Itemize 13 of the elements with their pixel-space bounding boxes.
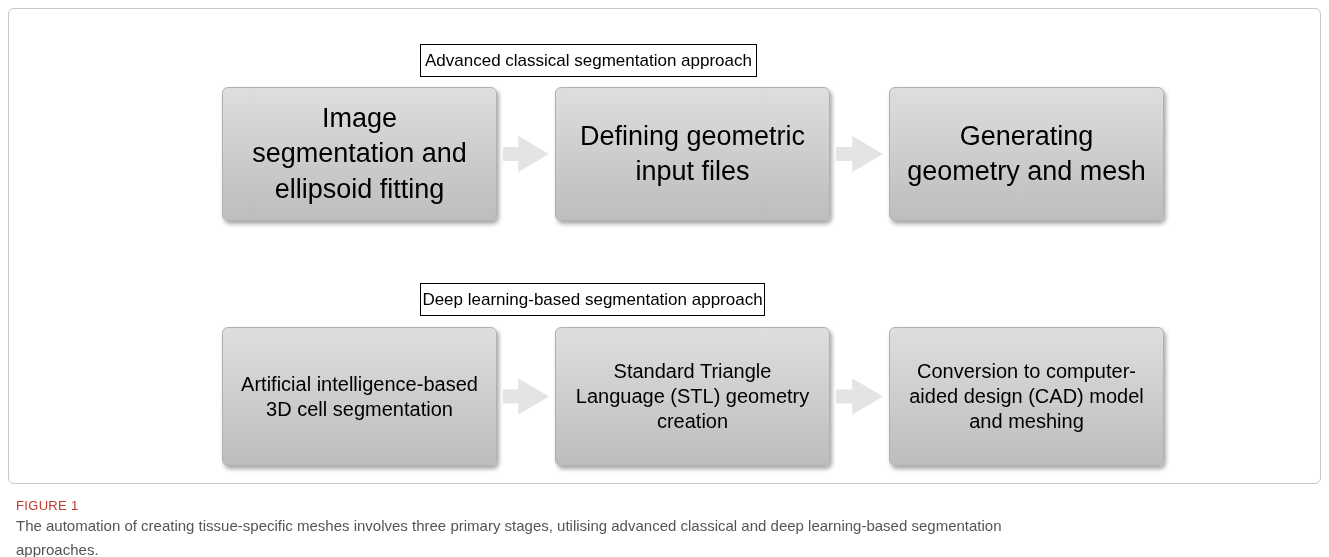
process-box: Artificial intelligence-based 3D cell segmentation (222, 327, 497, 466)
block-arrow (503, 378, 549, 415)
block-arrow (836, 378, 883, 415)
process-box: Conversion to computer-aided design (CAD) model and meshing (889, 327, 1164, 466)
process-box: Generating geometry and mesh (889, 87, 1164, 221)
section-heading-box: Advanced classical segmentation approach (420, 44, 757, 77)
figure-label: FIGURE 1 (16, 497, 79, 515)
process-box: Defining geometric input files (555, 87, 830, 221)
block-arrow (503, 135, 549, 173)
block-arrow (836, 135, 883, 173)
section-heading-box: Deep learning-based segmentation approach (420, 283, 765, 316)
process-box: Standard Triangle Language (STL) geometry creation (555, 327, 830, 466)
process-box: Image segmentation and ellipsoid fitting (222, 87, 497, 221)
